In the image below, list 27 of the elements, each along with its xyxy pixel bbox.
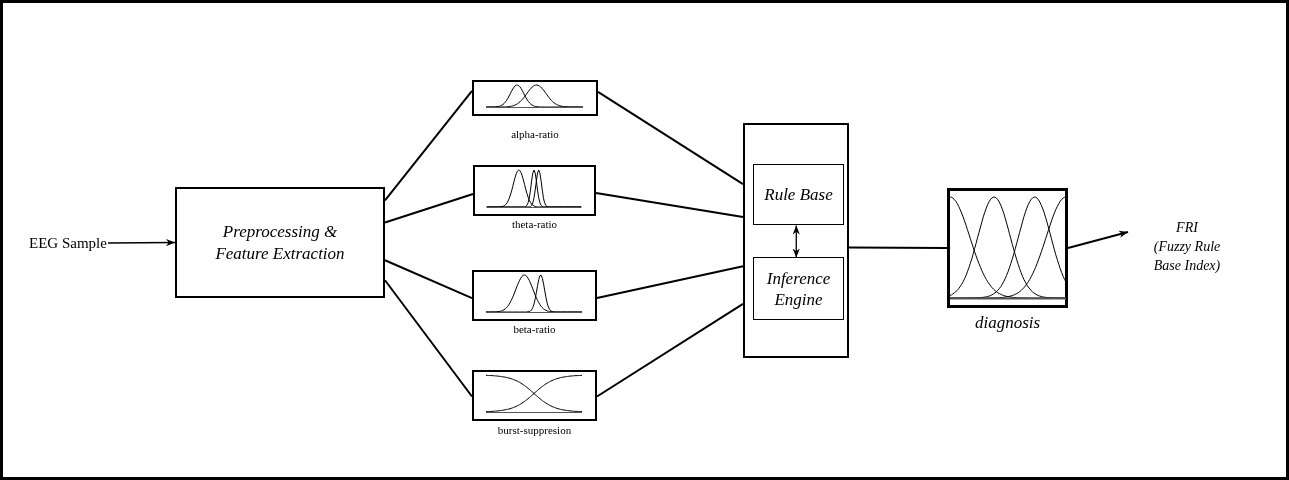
connector-line xyxy=(596,302,744,398)
process-label: Preprocessing & Feature Extraction xyxy=(214,220,346,265)
connector-line xyxy=(384,193,474,224)
process-box xyxy=(753,257,844,320)
input-label: EEG Sample xyxy=(29,234,107,252)
arrow xyxy=(107,238,176,247)
connector-line xyxy=(595,192,744,218)
connector-line xyxy=(848,246,948,249)
caption-label: alpha-ratio xyxy=(510,128,560,140)
caption-label: theta-ratio xyxy=(510,218,559,230)
output-label: FRI xyxy=(1176,218,1198,237)
connector-line xyxy=(384,259,473,300)
process-label: Inference Engine xyxy=(765,267,832,310)
fuzzy-system-box xyxy=(743,123,849,358)
output-description: (Fuzzy Rule Base Index) xyxy=(1152,237,1222,275)
process-box xyxy=(175,187,385,298)
connector-line xyxy=(596,265,744,300)
caption-label: burst-suppresion xyxy=(496,424,573,436)
connector-line xyxy=(597,90,744,186)
connector-line xyxy=(384,89,473,202)
arrow xyxy=(1067,230,1129,249)
arrow xyxy=(792,224,800,259)
caption-label: beta-ratio xyxy=(512,323,557,335)
process-box xyxy=(753,164,844,225)
caption-label: diagnosis xyxy=(973,313,1042,333)
process-label: Rule Base xyxy=(763,184,834,205)
connector-line xyxy=(384,279,473,398)
